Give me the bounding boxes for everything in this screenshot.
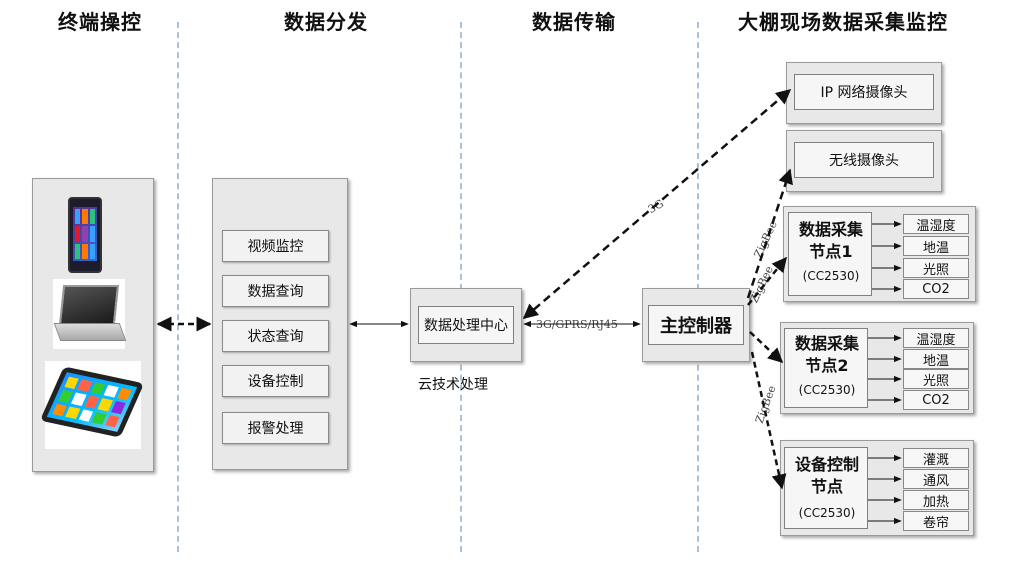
terminal-panel: [32, 178, 154, 472]
device-node-output: 通风: [903, 469, 969, 489]
distribution-item-device-control: 设备控制: [222, 365, 329, 397]
arrow-controller-wireless-camera: [746, 168, 793, 299]
processing-center: 数据处理中心: [418, 306, 514, 344]
data-node-1: 数据采集节点1 (CC2530): [788, 212, 872, 296]
cloud-processing-label: 云技术处理: [418, 377, 488, 393]
node-1-output: 温湿度: [903, 214, 969, 234]
node-1-output: 地温: [903, 236, 969, 256]
device-node-output: 卷帘: [903, 511, 969, 531]
distribution-item-alarm: 报警处理: [222, 412, 329, 444]
column-title-greenhouse: 大棚现场数据采集监控: [738, 10, 948, 34]
distribution-item-status-query: 状态查询: [222, 320, 329, 352]
arrow-controller-node-2: [749, 331, 784, 364]
node-2-output: 光照: [903, 369, 969, 389]
column-title-terminal: 终端操控: [58, 10, 142, 34]
smartphone-icon: [68, 197, 102, 273]
device-node-output: 灌溉: [903, 448, 969, 468]
ip-camera: IP 网络摄像头: [794, 74, 934, 110]
tablet-icon: [39, 361, 145, 449]
data-node-2-title: 数据采集节点2: [794, 334, 859, 375]
distribution-item-video: 视频监控: [222, 230, 329, 262]
distribution-item-data-query: 数据查询: [222, 275, 329, 307]
arrow-controller-node-1: [747, 256, 787, 306]
data-node-2-chip-label: (CC2530): [798, 383, 856, 397]
node-2-output: 地温: [903, 349, 969, 369]
data-node-2: 数据采集节点2 (CC2530): [784, 328, 868, 408]
node-1-output: CO2: [903, 279, 969, 299]
device-control-node-title: 设备控制节点: [794, 455, 859, 496]
node-2-output: CO2: [903, 390, 969, 410]
device-control-node-chip-label: (CC2530): [798, 506, 856, 520]
column-title-transmission: 数据传输: [532, 10, 616, 34]
column-separator: [460, 22, 462, 552]
column-separator: [177, 22, 179, 552]
node-2-output: 温湿度: [903, 328, 969, 348]
column-title-distribution: 数据分发: [284, 10, 368, 34]
device-control-node: 设备控制节点 (CC2530): [784, 447, 868, 529]
data-node-1-title: 数据采集节点1: [798, 220, 863, 261]
arrow-controller-device-node: [750, 351, 787, 490]
device-node-output: 加热: [903, 490, 969, 510]
wireless-camera: 无线摄像头: [794, 142, 934, 178]
laptop-icon: [53, 279, 127, 349]
data-node-1-chip-label: (CC2530): [802, 269, 860, 283]
arrow-processing-ip-camera: [522, 89, 792, 319]
node-1-output: 光照: [903, 258, 969, 278]
